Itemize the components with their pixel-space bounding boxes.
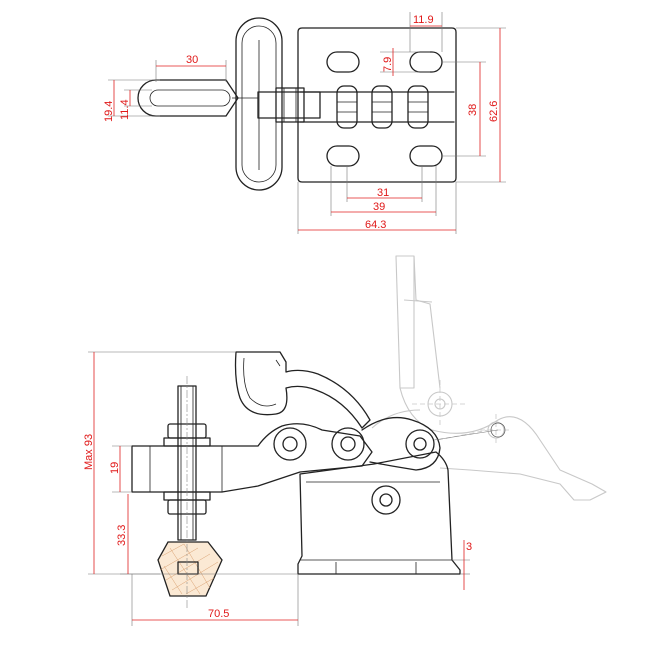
handle-side (234, 351, 371, 429)
pivot-boss-2 (371, 85, 393, 129)
handle-arm-top (257, 91, 321, 119)
mount-slot-top-left (326, 51, 360, 73)
dim-reach: 70.5 (131, 574, 299, 626)
mount-slot-bottom-left (326, 145, 360, 167)
dim-handle-length: 30 (155, 54, 227, 82)
dim-label-11-9: 11.9 (413, 14, 434, 26)
dim-base-width: 64.3 (297, 182, 457, 234)
dim-label-62-6: 62.6 (488, 101, 500, 122)
dim-label-max-93: Max 93 (83, 434, 95, 470)
dim-base-height: 62.6 (456, 27, 506, 183)
dim-label-31: 31 (377, 187, 389, 199)
base-plate (297, 27, 457, 183)
dim-label-33-3: 33.3 (116, 525, 128, 546)
open-position-ghost (371, 255, 607, 501)
side-view: Max 93 19 33.3 3 70.5 (83, 351, 506, 626)
dim-base-thickness: 3 (452, 540, 472, 590)
dim-label-30: 30 (186, 54, 198, 66)
dim-bolt-spacing: 38 (442, 61, 486, 157)
top-view: 30 19.4 11.4 11.9 7.9 (103, 12, 506, 234)
base-body (297, 451, 461, 575)
link-pivot (405, 429, 435, 459)
dim-spindle-height: 33.3 (116, 494, 160, 575)
rubber-tip (157, 541, 223, 597)
arm-pivot-1 (273, 427, 307, 461)
dim-slot-height: 7.9 (380, 48, 430, 76)
dim-label-7-9: 7.9 (382, 57, 394, 72)
clamp-bar-loop (137, 79, 239, 117)
dim-label-11-4: 11.4 (119, 99, 131, 120)
dim-label-19: 19 (109, 462, 121, 474)
dim-handle-heights: 19.4 11.4 (103, 79, 160, 122)
dim-hole-spacing-outer: 39 (330, 166, 437, 216)
pivot-boss-3 (407, 85, 429, 129)
handle-grip (235, 17, 283, 191)
base-pivot (371, 485, 401, 515)
dim-hole-spacing-inner: 31 (346, 166, 423, 202)
dim-slot-width: 11.9 (409, 12, 443, 52)
dim-label-38: 38 (467, 104, 479, 116)
pivot-boss-1 (336, 85, 358, 129)
link-arm (361, 416, 441, 471)
dim-label-70-5: 70.5 (208, 608, 229, 620)
dim-label-39: 39 (373, 201, 385, 213)
dim-bar-height: 19 (109, 445, 132, 493)
mount-slot-top-right (409, 51, 443, 73)
dim-label-3: 3 (466, 541, 472, 553)
arm-pivot-2 (331, 427, 365, 461)
dim-label-64-3: 64.3 (365, 219, 386, 231)
dim-label-19-4: 19.4 (103, 101, 115, 122)
mount-slot-bottom-right (409, 145, 443, 167)
